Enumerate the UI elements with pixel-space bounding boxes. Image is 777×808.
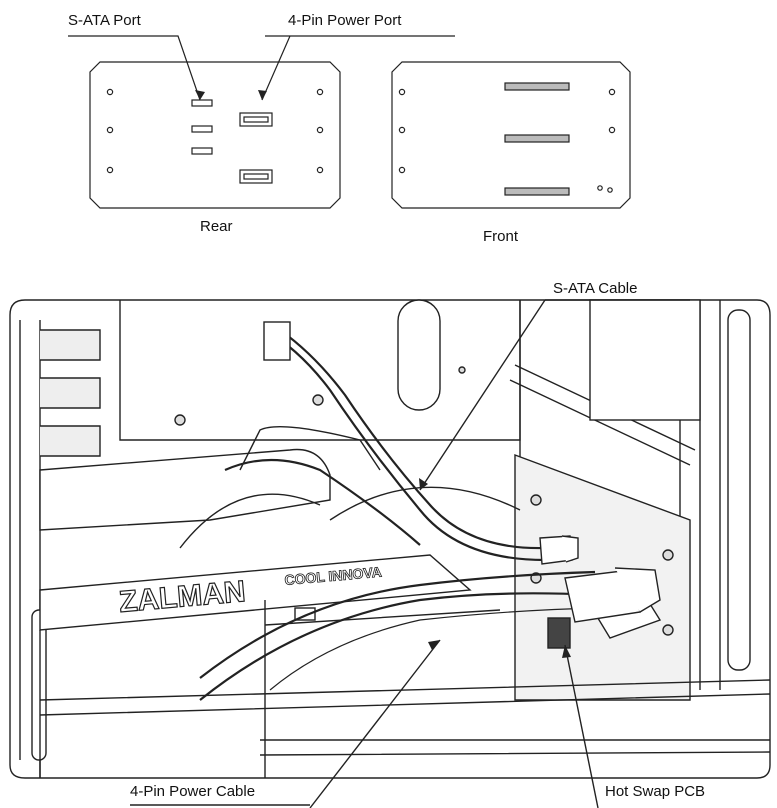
- front-board: [391, 61, 631, 209]
- power-cable-leader: [309, 639, 441, 808]
- power-port-leader: [261, 35, 455, 101]
- rear-sata-port-3: [191, 147, 213, 155]
- front-label: Front: [483, 228, 519, 245]
- hot-swap-pcb-label: Hot Swap PCB: [605, 783, 706, 800]
- rear-sata-port-2: [191, 125, 213, 133]
- power-port-label: 4-Pin Power Port: [288, 12, 402, 29]
- rear-sata-port-1: [191, 99, 213, 107]
- sata-port-label: S-ATA Port: [68, 12, 141, 29]
- power-cable-label: 4-Pin Power Cable: [130, 783, 256, 800]
- front-sata-connector-1: [504, 82, 570, 91]
- rear-power-port-1: [239, 112, 273, 127]
- rear-label: Rear: [200, 218, 233, 235]
- sata-cable-label: S-ATA Cable: [553, 280, 638, 297]
- hot-swap-leader: [564, 644, 599, 808]
- front-sata-connector-3: [504, 187, 570, 196]
- case-illustration: [9, 299, 771, 808]
- rear-board: [89, 61, 341, 209]
- sata-port-leader: [68, 35, 201, 101]
- sata-cable-leader: [419, 299, 546, 491]
- rear-power-port-2: [239, 169, 273, 184]
- front-sata-connector-2: [504, 134, 570, 143]
